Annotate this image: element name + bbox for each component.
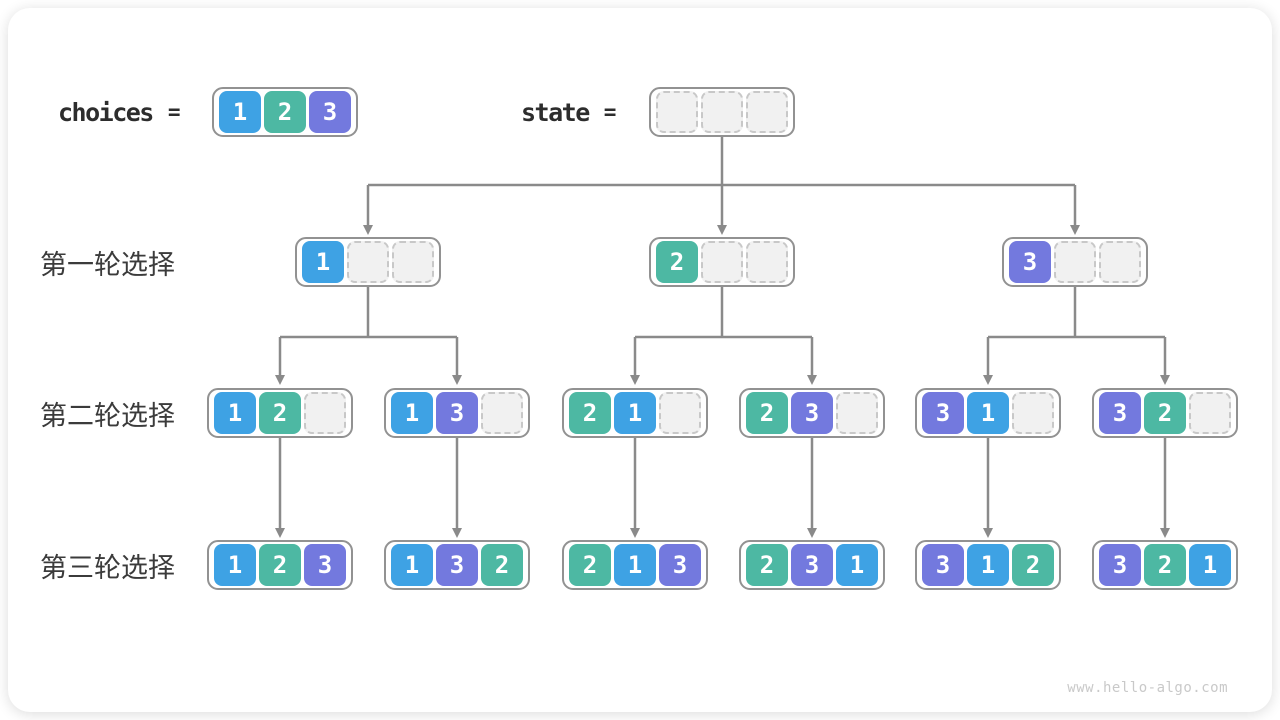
state-node-r1-2: 2: [649, 237, 795, 287]
choice-cell-1: 1: [391, 544, 433, 586]
state-node-r1-3: 3: [1002, 237, 1148, 287]
round-1-label: 第一轮选择: [40, 249, 175, 280]
choice-cell-1: 1: [836, 544, 878, 586]
choice-cell-1: 1: [1189, 544, 1231, 586]
round-2-label: 第二轮选择: [40, 400, 175, 431]
state-label: state: [521, 97, 590, 127]
empty-cell: [347, 241, 389, 283]
choice-cell-2: 2: [746, 392, 788, 434]
empty-cell: [304, 392, 346, 434]
choice-cell-1: 1: [219, 91, 261, 133]
choice-cell-3: 3: [436, 392, 478, 434]
choice-cell-3: 3: [922, 392, 964, 434]
tree-edges: [275, 136, 1170, 538]
choice-cell-2: 2: [656, 241, 698, 283]
equals-sign: =: [603, 100, 617, 124]
choice-cell-1: 1: [967, 392, 1009, 434]
empty-cell: [481, 392, 523, 434]
choice-cell-2: 2: [746, 544, 788, 586]
empty-cell: [656, 91, 698, 133]
choices-declaration: choices =: [58, 87, 181, 137]
empty-cell: [746, 241, 788, 283]
choice-cell-3: 3: [1009, 241, 1051, 283]
choice-cell-3: 3: [436, 544, 478, 586]
watermark: www.hello-algo.com: [1067, 680, 1228, 696]
empty-cell: [701, 241, 743, 283]
choice-cell-2: 2: [259, 544, 301, 586]
choice-cell-2: 2: [569, 392, 611, 434]
empty-cell: [392, 241, 434, 283]
empty-cell: [1189, 392, 1231, 434]
empty-cell: [701, 91, 743, 133]
empty-cell: [1099, 241, 1141, 283]
choice-cell-3: 3: [791, 544, 833, 586]
choice-cell-3: 3: [791, 392, 833, 434]
state-declaration: state =: [521, 87, 616, 137]
choice-cell-1: 1: [302, 241, 344, 283]
choice-cell-3: 3: [1099, 544, 1141, 586]
choice-cell-2: 2: [1144, 392, 1186, 434]
choice-cell-1: 1: [967, 544, 1009, 586]
choice-cell-2: 2: [1012, 544, 1054, 586]
state-node-r1-1: 1: [295, 237, 441, 287]
state-array: [649, 87, 795, 137]
choice-cell-2: 2: [259, 392, 301, 434]
empty-cell: [1012, 392, 1054, 434]
empty-cell: [659, 392, 701, 434]
choice-cell-1: 1: [214, 544, 256, 586]
choice-cell-3: 3: [922, 544, 964, 586]
choice-cell-2: 2: [264, 91, 306, 133]
choice-cell-3: 3: [659, 544, 701, 586]
choice-cell-1: 1: [214, 392, 256, 434]
choice-cell-1: 1: [614, 392, 656, 434]
choice-cell-3: 3: [1099, 392, 1141, 434]
empty-cell: [836, 392, 878, 434]
choice-cell-2: 2: [1144, 544, 1186, 586]
choice-cell-1: 1: [391, 392, 433, 434]
choice-cell-3: 3: [304, 544, 346, 586]
choice-cell-2: 2: [481, 544, 523, 586]
empty-cell: [746, 91, 788, 133]
choice-cell-1: 1: [614, 544, 656, 586]
equals-sign: =: [167, 100, 181, 124]
choices-label: choices: [58, 97, 154, 127]
empty-cell: [1054, 241, 1096, 283]
choice-cell-2: 2: [569, 544, 611, 586]
choice-cell-3: 3: [309, 91, 351, 133]
round-3-label: 第三轮选择: [40, 552, 175, 583]
